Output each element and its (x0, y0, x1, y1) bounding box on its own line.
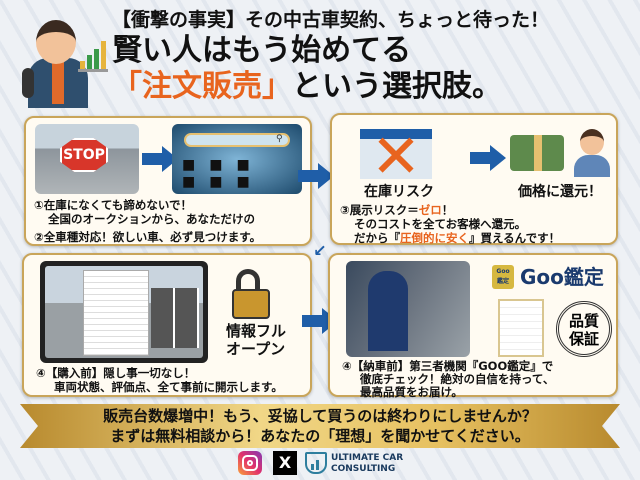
panel4-line1: ④【納車前】第三者機関『GOO鑑定』で (342, 359, 554, 373)
goo-badge: Goo 鑑定 (492, 265, 514, 289)
panel-nationwide-search: STOP ⚲ ■■■■■■ ①在庫になくても諦めないで！ 全国のオークションから… (24, 116, 312, 246)
instagram-icon[interactable] (238, 451, 262, 475)
presenter-illustration (10, 8, 110, 108)
car-photo-grid (151, 288, 199, 348)
lock-label-1: 情報フル (226, 322, 287, 340)
price-return-label: 価格に還元！ (518, 184, 602, 200)
text: ！ (441, 203, 454, 217)
header-rest: という選択肢。 (292, 69, 502, 104)
panel1-line3: ②全車種対応！欲しい車、必ず見つけます。 (34, 230, 262, 244)
header-title: 賢い人はもう始めてる (112, 33, 412, 68)
stop-sign: STOP (60, 138, 108, 172)
mechanic-photo (346, 261, 470, 357)
car-search-graphic: ⚲ ■■■■■■ (172, 124, 302, 194)
auction-sheet-tablet (40, 261, 208, 363)
inventory-risk-label: 在庫リスク (364, 184, 434, 200)
unlocked-padlock-icon (232, 269, 270, 319)
brand-line1: ULTIMATE CAR (331, 453, 404, 463)
panel3-line1: ④【購入前】隠し事一切なし！ (36, 366, 196, 380)
car-silhouettes: ■■■■■■ (182, 157, 264, 190)
header-kicker: 【衝撃の事実】その中古車契約、ちょっと待った！ (112, 9, 550, 31)
panel1-line1: ①在庫になくても諦めないで！ (34, 198, 192, 212)
panel3-line2: 車両状態、評価点、全て事前に開示します。 (54, 380, 283, 394)
goo-badge-text: Goo (496, 268, 510, 275)
text: ③展示リスク＝ (340, 203, 419, 217)
panel1-line2: 全国のオークションから、あなただけの (48, 212, 255, 226)
banner-line1: 販売台数爆増中！もう、妥協して買うのは終わりにしませんか？ (103, 407, 537, 425)
search-bar (184, 133, 290, 147)
arrow-down-left-icon: ↙ (313, 241, 327, 260)
panel2-line2: そのコストを全てお客様へ還元。 (354, 217, 527, 231)
x-icon[interactable]: X (273, 451, 297, 475)
banner-line2: まずは無料相談から！あなたの「理想」を聞かせてください。 (110, 427, 530, 445)
ultimate-car-consulting-logo-icon (305, 452, 327, 474)
search-icon: ⚲ (276, 134, 283, 144)
panel4-line3: 最高品質をお届け。 (360, 385, 463, 399)
accent-text: ゼロ (418, 203, 442, 217)
cross-icon: ✕ (370, 122, 422, 192)
lock-label-2: オープン (226, 340, 286, 358)
arrow-right-icon (470, 145, 506, 171)
text: 』買えるんです！ (469, 231, 561, 245)
auction-sheet-document (83, 270, 149, 356)
panel-zero-inventory-risk: ✕ 在庫リスク 価格に還元！ ③展示リスク＝ゼロ！ そのコストを全てお客様へ還元… (330, 113, 618, 245)
customer-avatar (572, 129, 610, 179)
accent-text: 圧倒的に安く (400, 231, 469, 245)
call-to-action-banner: 販売台数爆増中！もう、妥協して買うのは終わりにしませんか？ まずは無料相談から！… (20, 404, 620, 448)
quality-guarantee-stamp: 品質保証 (556, 301, 612, 357)
certificate-document (498, 299, 544, 357)
car-lot-photo: STOP (35, 124, 139, 194)
dealership-building-icon: ✕ (360, 125, 432, 189)
panel-full-disclosure: 情報フル オープン ④【購入前】隠し事一切なし！ 車両状態、評価点、全て事前に開… (22, 253, 312, 397)
panel2-line1: ③展示リスク＝ゼロ！ (340, 203, 453, 217)
growth-chart-icon (78, 36, 108, 72)
panel4-line2: 徹底チェック！絶対の自信を持って、 (360, 372, 555, 386)
text: だから『 (354, 231, 400, 245)
microphone-icon (22, 68, 34, 98)
money-stack-icon (510, 135, 564, 171)
panel2-line3: だから『圧倒的に安く』買えるんです！ (354, 231, 560, 245)
stamp-text: 保証 (568, 330, 599, 348)
header-accent: 「注文販売」 (112, 69, 292, 104)
header-subtitle: 「注文販売」という選択肢。 (112, 70, 502, 104)
goo-badge-sub: 鑑定 (496, 278, 509, 285)
stamp-text: 品質 (568, 312, 599, 330)
goo-logo: Goo鑑定 (520, 265, 604, 289)
brand-line2: CONSULTING (331, 464, 396, 474)
